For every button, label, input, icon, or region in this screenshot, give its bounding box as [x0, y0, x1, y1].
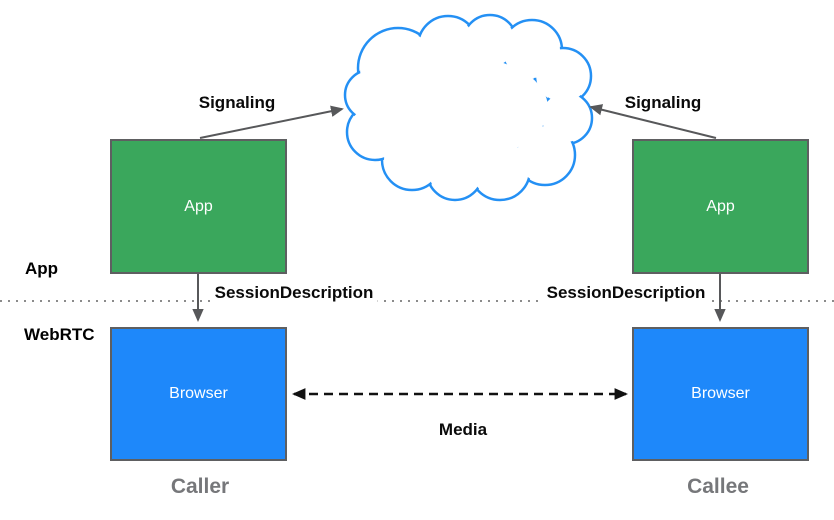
- layer-label-app: App: [25, 259, 59, 278]
- caller-browser-label: Browser: [169, 385, 228, 402]
- cloud-icon: [343, 13, 594, 202]
- caller-browser-box: Browser: [110, 327, 287, 461]
- signaling-label-left: Signaling: [198, 93, 276, 112]
- signaling-arrow-right: [589, 104, 717, 139]
- session-description-label-right: SessionDescription: [542, 283, 710, 308]
- session-description-label-left: SessionDescription: [210, 283, 378, 308]
- callee-app-box: App: [632, 139, 809, 274]
- signaling-arrow-left: [199, 105, 344, 139]
- callee-label: Callee: [687, 475, 749, 498]
- caller-app-label: App: [184, 197, 213, 215]
- caller-app-box: App: [110, 139, 287, 274]
- layer-label-webrtc: WebRTC: [24, 325, 95, 344]
- app-webrtc-divider-line: [0, 300, 834, 302]
- callee-browser-label: Browser: [691, 385, 750, 402]
- callee-app-label: App: [706, 197, 735, 215]
- signaling-label-right: Signaling: [624, 93, 702, 112]
- callee-browser-box: Browser: [632, 327, 809, 461]
- media-label: Media: [438, 420, 488, 439]
- caller-label: Caller: [170, 475, 230, 498]
